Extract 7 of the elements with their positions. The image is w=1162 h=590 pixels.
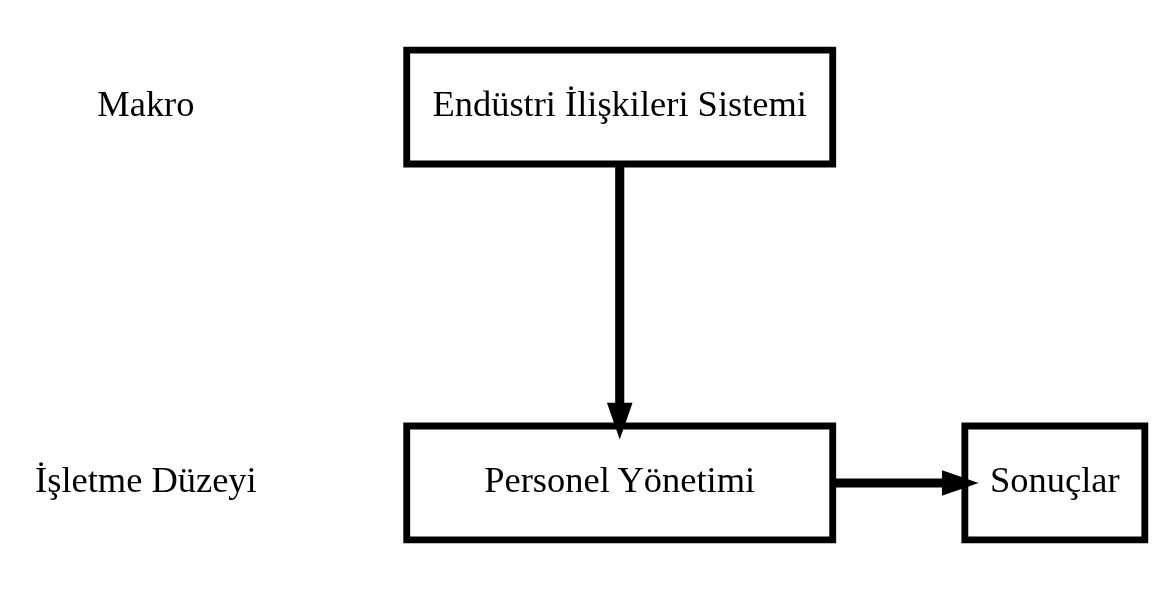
node-box: Personel Yönetimi xyxy=(403,422,837,544)
label: Makro xyxy=(97,83,195,124)
label: İşletme Düzeyi xyxy=(35,459,257,500)
arrow xyxy=(606,164,633,440)
node-box: Sonuçlar xyxy=(961,422,1149,544)
arrow xyxy=(833,470,979,496)
node-box: Endüstri İlişkileri Sistemi xyxy=(403,46,837,168)
